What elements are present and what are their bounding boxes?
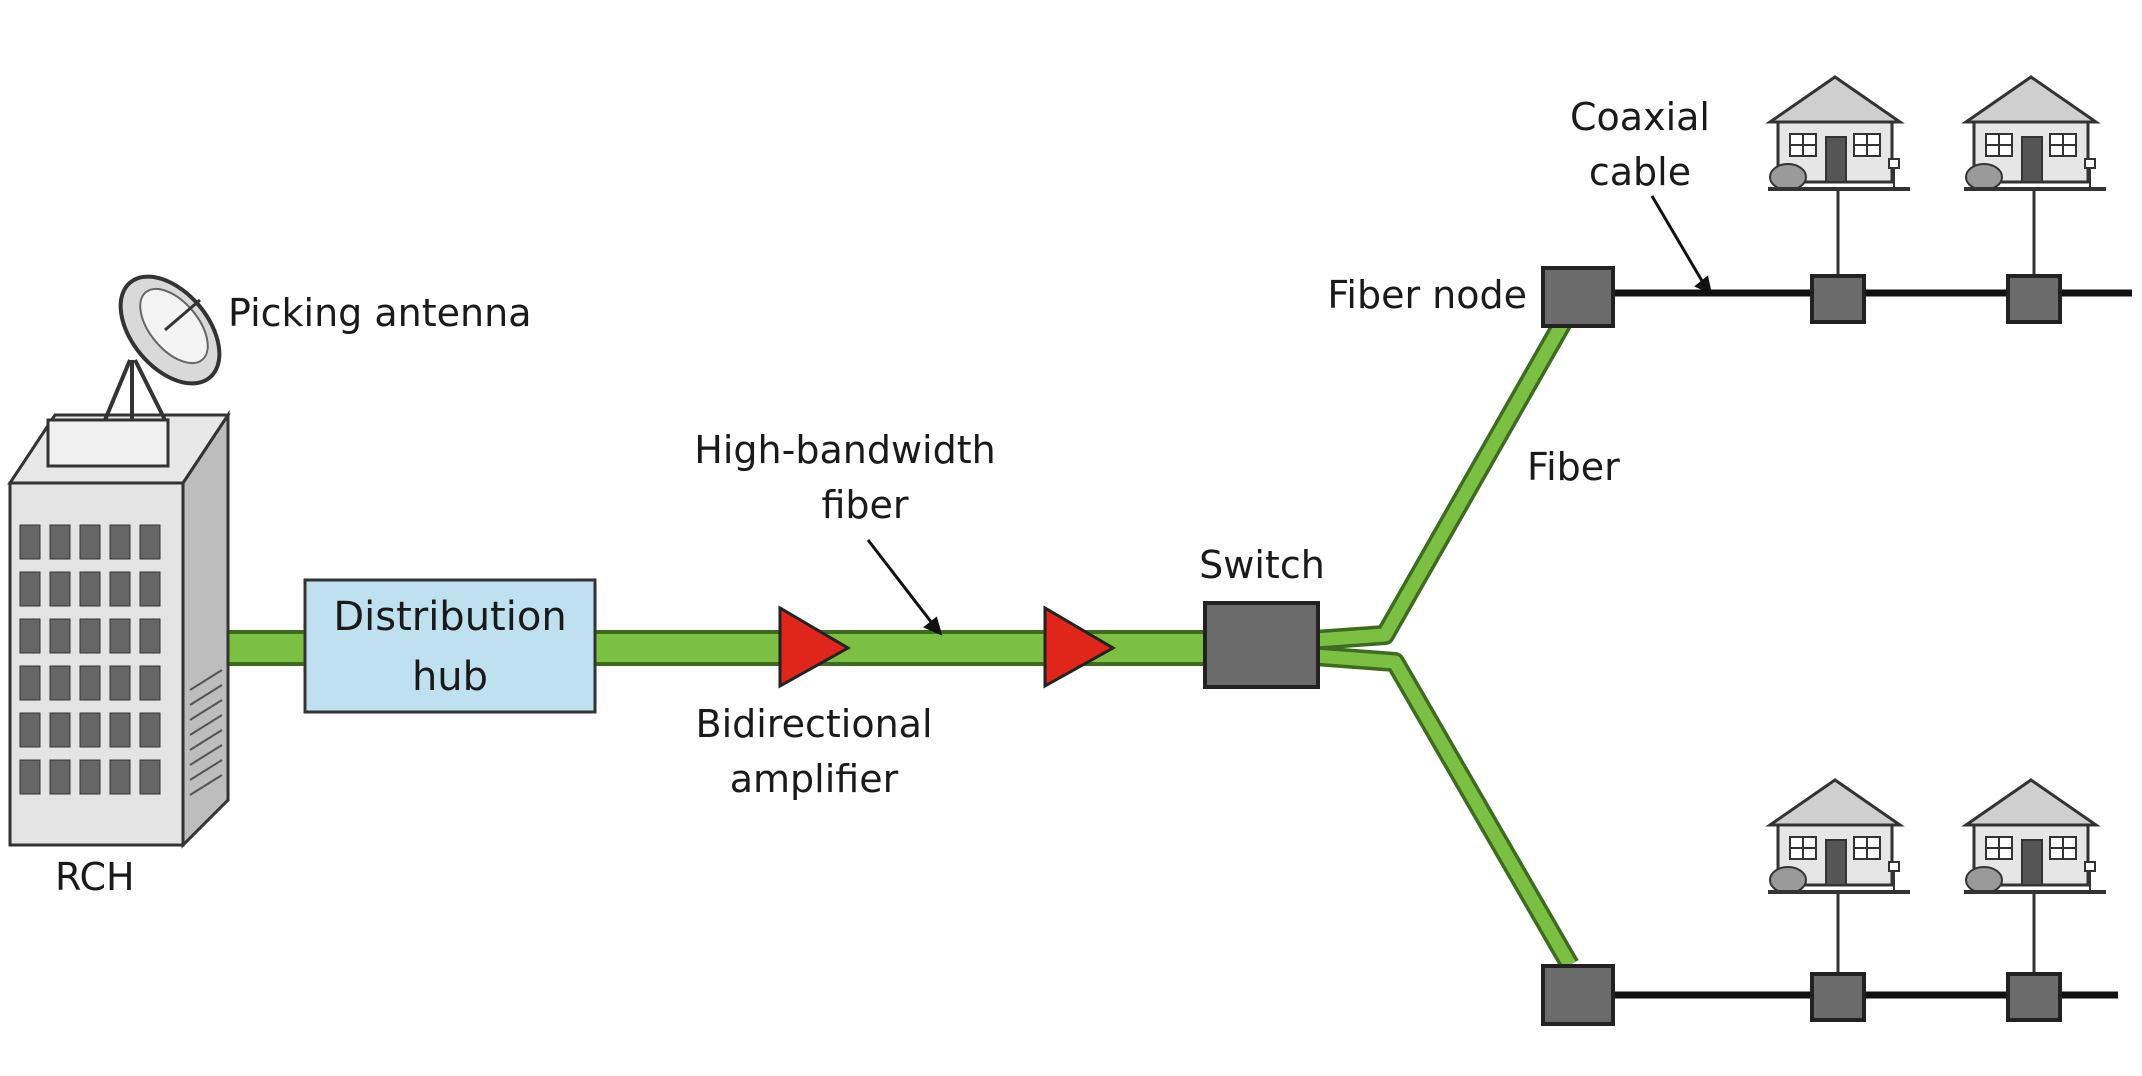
building-window <box>19 571 41 607</box>
house-icon <box>1962 75 2108 192</box>
house-drop-lower-1 <box>1766 778 1912 1022</box>
building-window <box>19 665 41 701</box>
building-window <box>19 524 41 560</box>
bidirectional-label-line2: amplifier <box>730 757 899 801</box>
building-window <box>109 665 131 701</box>
building-window <box>49 571 71 607</box>
house-drop-upper-2 <box>1962 75 2108 324</box>
building-window <box>49 665 71 701</box>
bidirectional-amplifier-2 <box>1043 605 1117 689</box>
building-window <box>139 759 161 795</box>
house-icon <box>1766 75 1912 192</box>
building-window <box>79 571 101 607</box>
building-window <box>79 759 101 795</box>
house-icon <box>1962 778 2108 895</box>
building-window <box>79 665 101 701</box>
building-window <box>139 524 161 560</box>
bidirectional-label-line1: Bidirectional <box>696 702 933 746</box>
building-window <box>139 712 161 748</box>
fiber-label: Fiber <box>1527 445 1620 489</box>
building-window <box>139 571 161 607</box>
building-window <box>19 618 41 654</box>
building-window <box>109 524 131 560</box>
fiber-node-upper <box>1541 266 1615 328</box>
building-window <box>19 759 41 795</box>
distribution-hub-label-line1: Distribution <box>333 594 566 640</box>
building-window <box>109 712 131 748</box>
house-drop-lower-2 <box>1962 778 2108 1022</box>
coaxial-cable-label-line2: cable <box>1589 150 1691 194</box>
fiber-node-label: Fiber node <box>1327 273 1527 317</box>
high-bandwidth-label-line2: fiber <box>821 483 908 527</box>
building-window <box>19 712 41 748</box>
house-icon <box>1766 778 1912 895</box>
fiber-branch-lower <box>1314 646 1579 971</box>
building-window <box>49 759 71 795</box>
switch-label: Switch <box>1199 543 1325 587</box>
distribution-hub <box>303 578 597 714</box>
picking-antenna-icon <box>103 274 222 421</box>
rch-building <box>7 410 231 849</box>
building-window <box>49 524 71 560</box>
building-window <box>49 712 71 748</box>
rch-label: RCH <box>55 855 135 899</box>
building-window <box>139 618 161 654</box>
building-window <box>49 618 71 654</box>
building-window <box>79 618 101 654</box>
fiber-branch-upper <box>1314 305 1579 650</box>
building-window <box>79 712 101 748</box>
fiber-node-lower <box>1541 964 1615 1026</box>
distribution-hub-label-line2: hub <box>412 654 488 700</box>
bidirectional-amplifier-1 <box>778 605 852 689</box>
building-window <box>109 571 131 607</box>
building-window <box>79 524 101 560</box>
picking-antenna-label: Picking antenna <box>228 291 531 335</box>
switch-box <box>1203 601 1320 689</box>
building-window <box>109 759 131 795</box>
coaxial-pointer <box>1650 195 1707 287</box>
high-bandwidth-pointer <box>866 539 937 628</box>
high-bandwidth-label-line1: High-bandwidth <box>694 428 995 472</box>
coaxial-cable-label-line1: Coaxial <box>1570 95 1710 139</box>
building-window <box>109 618 131 654</box>
building-window <box>139 665 161 701</box>
house-drop-upper-1 <box>1766 75 1912 324</box>
